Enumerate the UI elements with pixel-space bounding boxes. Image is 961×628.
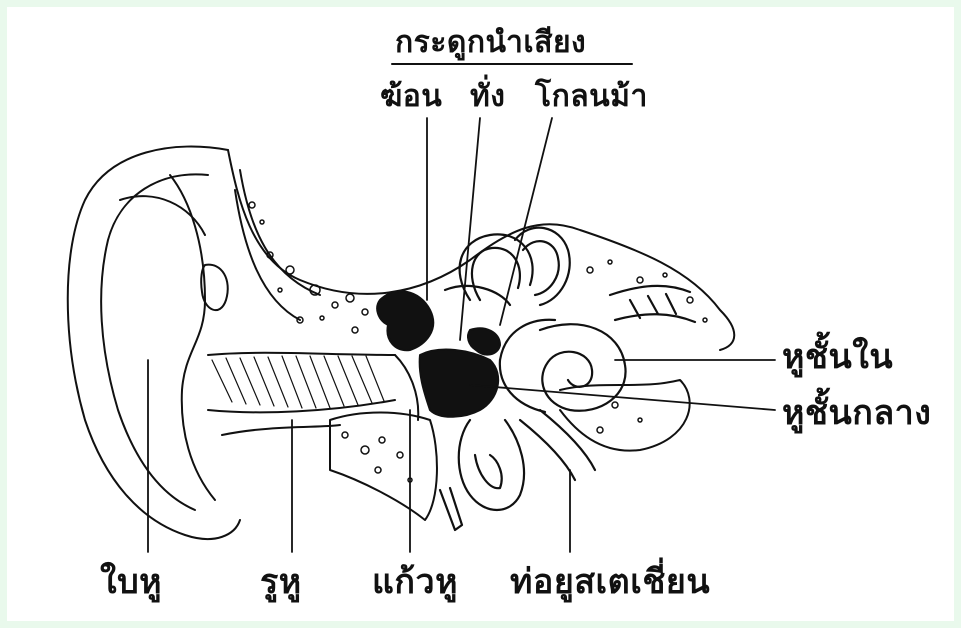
label-pinna: ใบหู [100, 565, 162, 599]
pinna [68, 147, 240, 540]
label-middle-ear: หูชั้นกลาง [782, 396, 931, 430]
eardrum [395, 355, 418, 420]
cochlea [500, 320, 626, 412]
label-inner-ear: หูชั้นใน [782, 340, 893, 374]
label-stirrup: โกลนม้า [535, 82, 648, 112]
label-eardrum: แก้วหู [372, 565, 458, 599]
label-ossicles: กระดูกนำเสียง [395, 28, 586, 58]
auditory-nerve [610, 286, 695, 322]
ear-canal-hatching [212, 356, 384, 408]
label-anvil: ทั่ง [470, 82, 505, 112]
label-eustachian-tube: ท่อยูสเตเชี่ยน [510, 565, 710, 599]
ear-canal [208, 353, 395, 435]
ossicles [377, 291, 500, 416]
label-hammer: ฆ้อน [380, 82, 442, 112]
eustachian-tube [440, 410, 595, 530]
label-ear-canal: รูหู [260, 565, 302, 599]
